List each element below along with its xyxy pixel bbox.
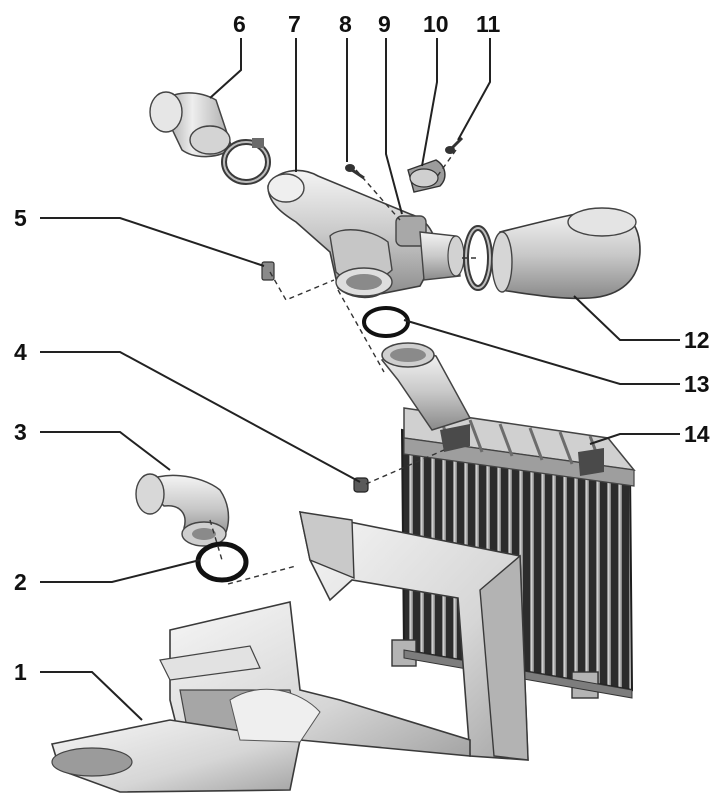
bolt-5 [261, 261, 275, 281]
o-ring-upper [362, 306, 410, 338]
hose-clamp-upper [221, 138, 271, 185]
elbow-hose [135, 473, 230, 547]
callout-10: 10 [423, 11, 449, 37]
callout-4: 4 [14, 339, 27, 365]
callout-14: 14 [684, 421, 710, 447]
hose-upper [149, 91, 233, 158]
y-pipe-housing [267, 169, 465, 299]
callout-8: 8 [339, 11, 352, 37]
callout-5: 5 [14, 205, 27, 231]
callout-1: 1 [14, 659, 27, 685]
callout-6: 6 [233, 11, 246, 37]
leader-lines [40, 38, 680, 721]
callout-11: 11 [476, 11, 501, 37]
callout-12: 12 [684, 327, 710, 353]
sensor-cap [407, 159, 446, 193]
screw-11 [445, 136, 464, 154]
intercooler-inlet-elbow [380, 342, 472, 431]
callout-3: 3 [14, 419, 27, 445]
screw-8 [345, 164, 365, 180]
callout-2: 2 [14, 569, 27, 595]
callout-labels: 1 2 3 4 5 6 7 8 9 10 11 12 13 14 [14, 11, 710, 685]
assembly-lines [209, 149, 478, 585]
air-guide-shroud [50, 510, 529, 793]
callout-9: 9 [378, 11, 391, 37]
large-bent-hose [491, 207, 641, 300]
callout-13: 13 [684, 371, 710, 397]
callout-7: 7 [288, 11, 301, 37]
o-ring-lower [195, 541, 249, 583]
hose-clamp-right [463, 225, 493, 291]
